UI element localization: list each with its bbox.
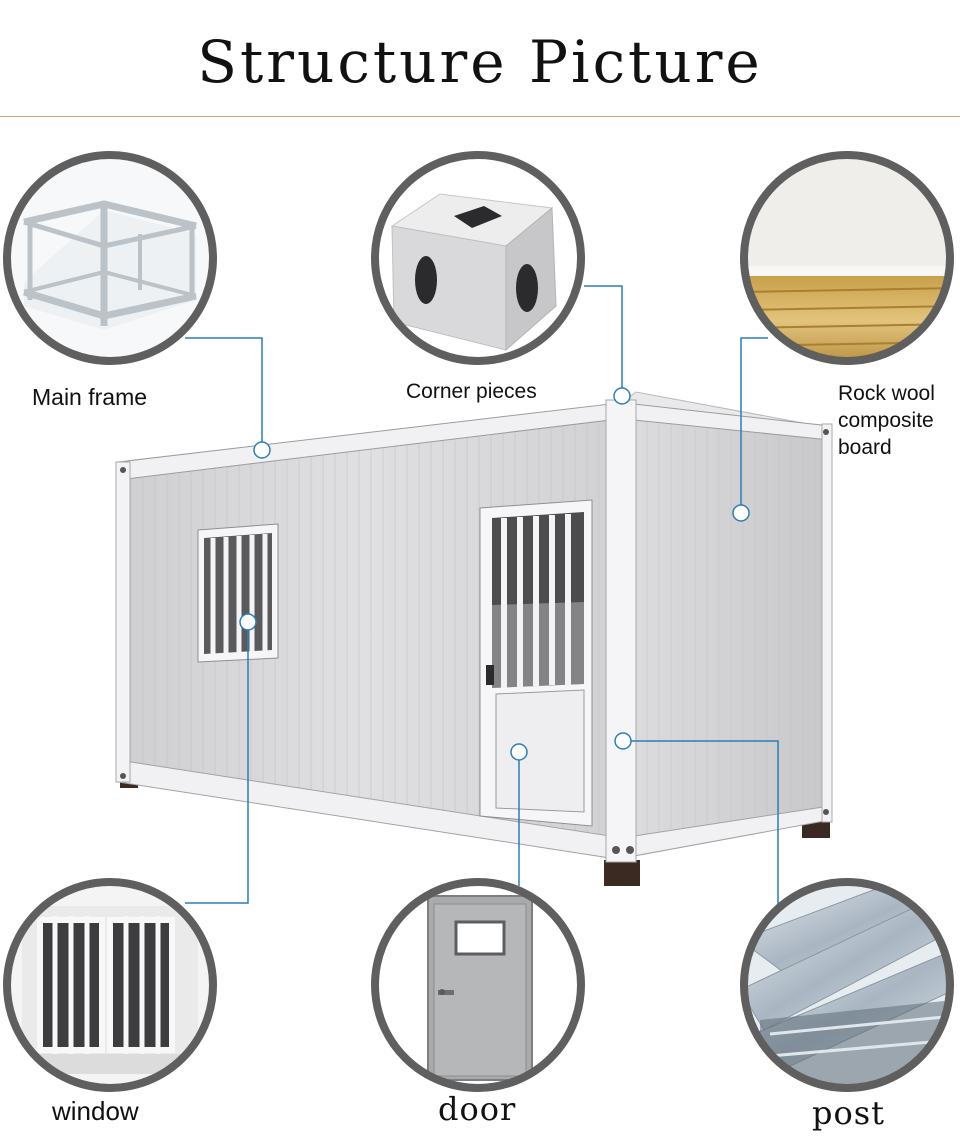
label-window: window: [52, 1096, 139, 1126]
label-door: door: [438, 1090, 517, 1128]
leader-lines: [185, 285, 779, 905]
window-circle: [3, 878, 217, 1092]
post-circle: [740, 878, 954, 1092]
label-rock-wool-line-2: composite: [838, 409, 934, 432]
door-circle: [371, 878, 585, 1092]
label-corner-pieces: Corner pieces: [406, 380, 537, 403]
container-house: [115, 391, 833, 886]
label-rock-wool-line-3: board: [838, 436, 892, 459]
container-door: [479, 499, 593, 827]
rock-wool-board-circle: [740, 151, 954, 365]
main-frame-circle: [3, 151, 217, 365]
corner-pieces-circle: [371, 151, 585, 365]
label-rock-wool-composite-board: Rock wool composite board: [838, 380, 935, 461]
callout-markers: [239, 387, 750, 761]
label-rock-wool-line-1: Rock wool: [838, 382, 935, 405]
page-title: Structure Picture: [197, 28, 763, 96]
container-window: [197, 523, 279, 663]
label-post: post: [812, 1094, 886, 1132]
label-main-frame: Main frame: [32, 384, 148, 410]
title-divider: [0, 116, 960, 117]
